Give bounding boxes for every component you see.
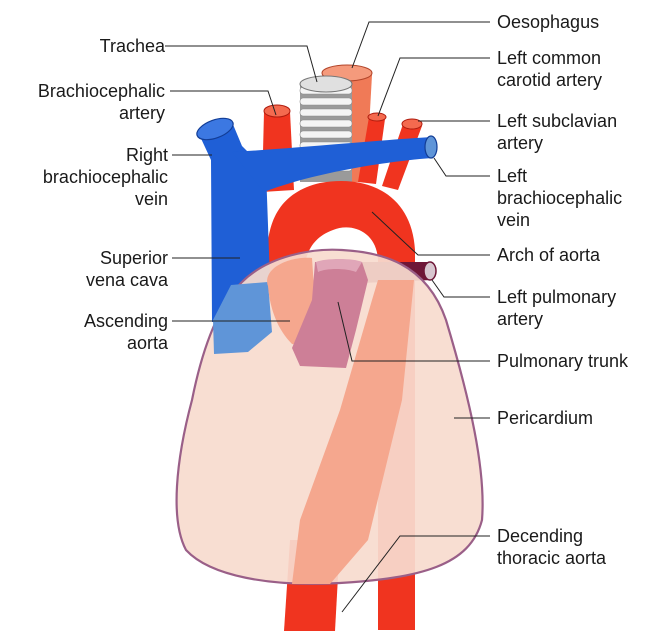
trachea-leader [165,46,317,82]
left-pulmonary-leader [432,280,490,297]
label-ascending-aorta: Ascending aorta [0,310,168,354]
label-trachea: Trachea [20,35,165,57]
label-left-brachiocephalic-vein: Left brachiocephalic vein [497,165,622,231]
left-brachiocephalic-vein-leader [434,158,490,176]
left-common-carotid-leader [378,58,490,116]
label-left-pulmonary-artery: Left pulmonary artery [497,286,616,330]
label-decending-thoracic-aorta: Decending thoracic aorta [497,525,606,569]
label-brachiocephalic-artery: Brachiocephalic artery [0,80,165,124]
oesophagus-leader [352,22,490,68]
label-pulmonary-trunk: Pulmonary trunk [497,350,628,372]
label-right-brachiocephalic-vein: Right brachiocephalic vein [0,144,168,210]
label-left-subclavian-artery: Left subclavian artery [497,110,617,154]
label-superior-vena-cava: Superior vena cava [0,247,168,291]
label-arch-of-aorta: Arch of aorta [497,244,600,266]
label-oesophagus: Oesophagus [497,11,599,33]
brachiocephalic-artery-leader [170,91,276,115]
label-left-common-carotid-artery: Left common carotid artery [497,47,602,91]
label-pericardium: Pericardium [497,407,593,429]
